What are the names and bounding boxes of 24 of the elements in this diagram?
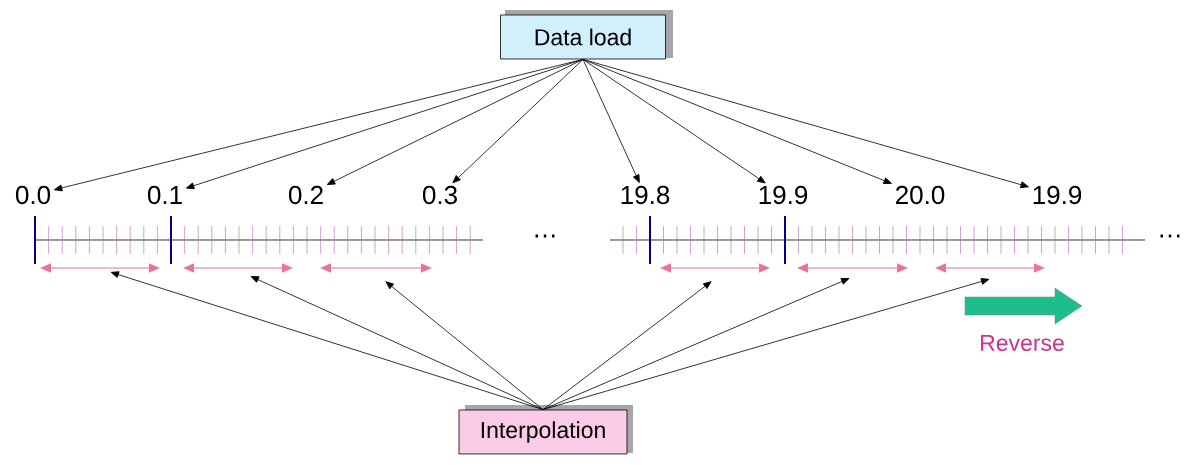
direction-label: Reverse bbox=[981, 334, 1064, 351]
arrow bbox=[53, 59, 584, 192]
ellipsis: … bbox=[1160, 234, 1180, 238]
tick-label: 0.2 bbox=[288, 185, 323, 205]
arrow bbox=[582, 59, 766, 184]
tick-label: 0.3 bbox=[422, 185, 457, 205]
tick-label: 19.8 bbox=[621, 185, 670, 205]
ellipsis: … bbox=[535, 234, 555, 238]
label-box: Interpolation bbox=[458, 405, 633, 455]
tick-label: 19.9 bbox=[1033, 185, 1082, 205]
tick-label: 19.9 bbox=[759, 185, 808, 205]
arrow bbox=[582, 59, 1029, 189]
tick-label: 0.0 bbox=[15, 185, 51, 205]
tick-label: 0.1 bbox=[147, 185, 182, 205]
label-box: Data load bbox=[500, 10, 673, 60]
arrow bbox=[582, 59, 892, 184]
arrow bbox=[582, 59, 640, 183]
arrow bbox=[250, 276, 544, 410]
arrow bbox=[385, 281, 544, 410]
arrow bbox=[452, 59, 584, 184]
arrow bbox=[542, 278, 990, 410]
arrow bbox=[542, 281, 712, 410]
tick-label: 20.0 bbox=[896, 185, 945, 205]
arrow bbox=[326, 59, 584, 185]
